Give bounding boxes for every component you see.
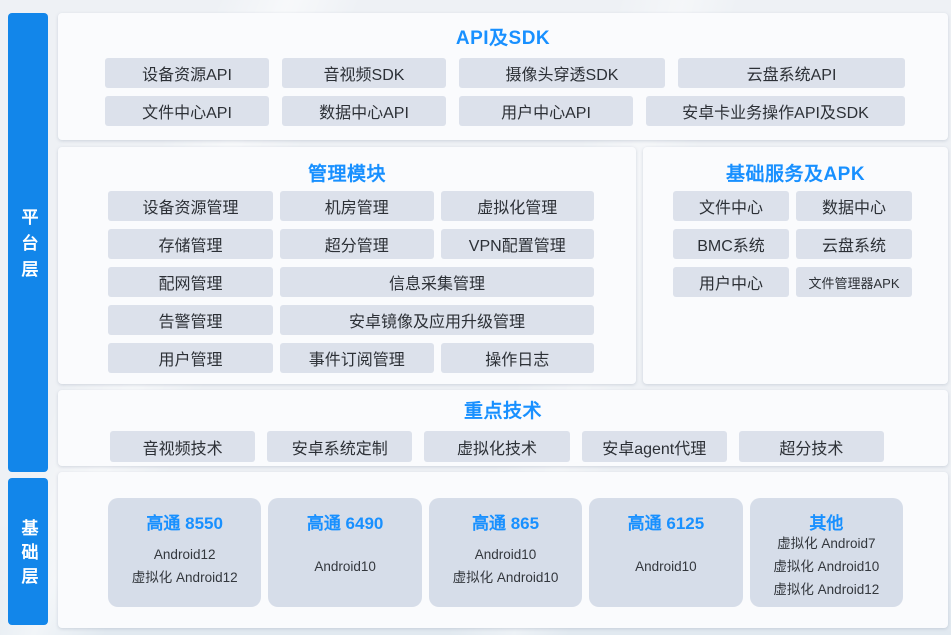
chip-card-lines: Android10 虚拟化 Android10: [435, 534, 576, 599]
panel-management-title: 管理模块: [307, 164, 386, 185]
tech-box: 超分技术: [738, 431, 885, 462]
chip-card-line: Android10: [635, 558, 697, 574]
chip-card-line: 虚拟化 Android7: [777, 536, 876, 551]
api-sdk-box: 安卓卡业务操作API及SDK: [646, 96, 905, 126]
layer-bar-base: 基础层: [8, 478, 48, 625]
api-sdk-box: 数据中心API: [282, 96, 446, 126]
chip-card-lines: Android10: [274, 534, 415, 599]
tech-box: 音视频技术: [110, 431, 256, 462]
management-box: 事件订阅管理: [280, 343, 434, 373]
chip-card-line: 虚拟化 Android12: [131, 570, 238, 585]
tech-box: 虚拟化技术: [424, 431, 570, 462]
api-sdk-box: 用户中心API: [459, 96, 633, 126]
management-box: 虚拟化管理: [440, 191, 594, 221]
chip-card-title: 高通 6125: [627, 514, 705, 533]
api-sdk-row-1: 设备资源API 音视频SDK 摄像头穿透SDK 云盘系统API: [58, 58, 948, 88]
management-box: 机房管理: [280, 191, 434, 221]
chip-card-lines: 虚拟化 Android7 虚拟化 Android10 虚拟化 Android12: [756, 534, 897, 600]
panel-api-sdk-title: API及SDK: [455, 28, 551, 49]
panel-tech-title: 重点技术: [463, 401, 542, 422]
chip-card-line: Android10: [314, 558, 376, 574]
chip-card-title: 高通 865: [471, 514, 540, 533]
api-sdk-box: 设备资源API: [105, 58, 269, 88]
api-sdk-box: 音视频SDK: [282, 58, 446, 88]
api-sdk-row-2: 文件中心API 数据中心API 用户中心API 安卓卡业务操作API及SDK: [58, 96, 948, 126]
tech-box: 安卓agent代理: [581, 431, 727, 462]
layer-bar-platform: 平台层: [8, 13, 48, 472]
management-box: 用户管理: [108, 343, 273, 373]
layer-bar-base-label: 基础层: [18, 519, 38, 591]
management-box: 超分管理: [280, 229, 434, 259]
chip-card-line: 虚拟化 Android10: [452, 570, 559, 585]
chip-card-line: Android12: [153, 547, 216, 562]
layer-bar-platform-label: 平台层: [18, 208, 38, 286]
panel-services-title: 基础服务及APK: [725, 164, 866, 185]
api-sdk-box: 云盘系统API: [678, 58, 905, 88]
management-box: 操作日志: [440, 343, 594, 373]
service-box: 云盘系统: [796, 229, 912, 259]
service-box: 用户中心: [673, 267, 789, 297]
management-box: VPN配置管理: [440, 229, 594, 259]
panel-key-technologies: 重点技术 音视频技术安卓系统定制虚拟化技术安卓agent代理超分技术: [58, 390, 948, 466]
service-box: BMC系统: [673, 229, 789, 259]
chip-card-title: 其他: [809, 514, 844, 533]
chip-card-line: 虚拟化 Android12: [773, 582, 880, 597]
api-sdk-box: 文件中心API: [105, 96, 269, 126]
service-box: 数据中心: [796, 191, 912, 221]
management-box: 安卓镜像及应用升级管理: [280, 305, 594, 335]
chip-card: 其他虚拟化 Android7 虚拟化 Android10 虚拟化 Android12: [749, 498, 904, 607]
tech-box: 安卓系统定制: [267, 431, 413, 462]
management-box: 告警管理: [108, 305, 273, 335]
management-box: 存储管理: [108, 229, 273, 259]
management-box: 信息采集管理: [280, 267, 594, 297]
chip-card-lines: Android10: [595, 534, 736, 599]
management-box: 设备资源管理: [108, 191, 273, 221]
tech-row: 音视频技术安卓系统定制虚拟化技术安卓agent代理超分技术: [58, 431, 948, 462]
panel-api-sdk: API及SDK 设备资源API 音视频SDK 摄像头穿透SDK 云盘系统API 文件中…: [58, 13, 948, 140]
api-sdk-box: 摄像头穿透SDK: [459, 58, 665, 88]
chip-card-title: 高通 8550: [146, 514, 223, 533]
chip-card-lines: Android12 虚拟化 Android12: [114, 534, 255, 599]
service-box: 文件中心: [673, 191, 789, 221]
chip-card-line: Android10: [474, 547, 537, 562]
chip-card-title: 高通 6490: [306, 514, 384, 533]
management-box: 配网管理: [108, 267, 273, 297]
chip-card-line: 虚拟化 Android10: [773, 559, 880, 574]
service-box: 文件管理器APK: [796, 267, 912, 297]
